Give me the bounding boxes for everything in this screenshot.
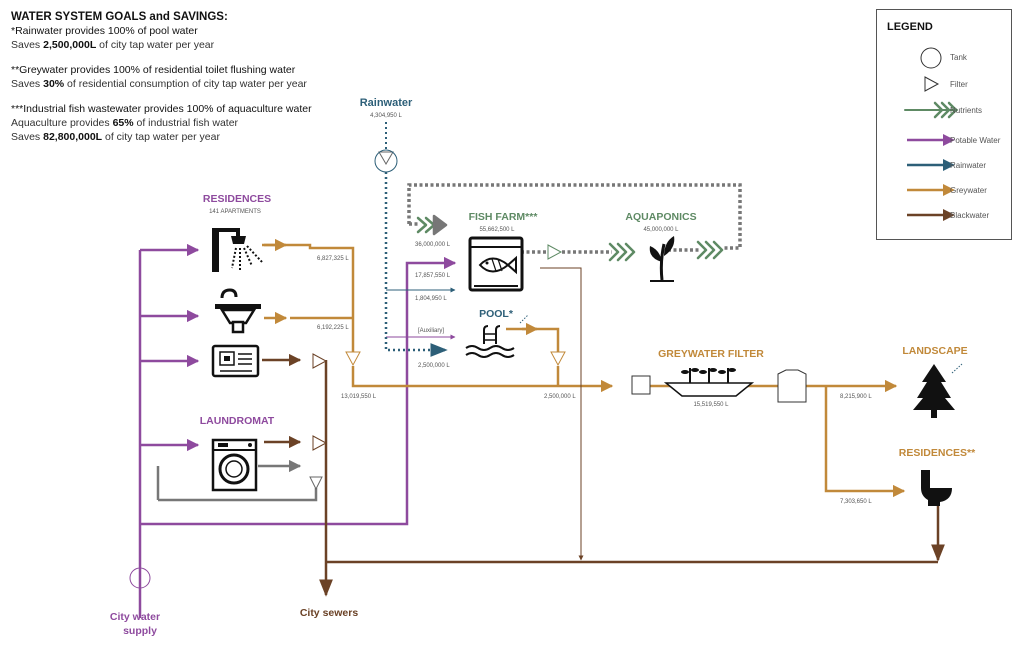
city-tank-icon (129, 567, 151, 589)
storage-tank-icon (777, 369, 807, 403)
goal-2-detail: Saves 30% of residential consumption of … (11, 78, 307, 90)
goal-3-detail-b: Saves 82,800,000L of city tap water per … (11, 131, 220, 143)
goal-3-heading: ***Industrial fish wastewater provides 1… (11, 103, 312, 115)
blackwater-pipes (262, 267, 945, 597)
filter-icon (312, 435, 328, 451)
shower-icon (212, 228, 263, 272)
residences-subtitle: 141 APARTMENTS (209, 209, 261, 215)
goal-2-heading: **Greywater provides 100% of residential… (11, 64, 296, 76)
tank-icon (920, 47, 942, 69)
filter-icon (309, 476, 323, 491)
greywater-filter-volume: 15,519,550 L (693, 402, 729, 408)
flow-pool-grey: 2,500,000 L (544, 394, 576, 400)
aquaponics-volume: 45,000,000 L (643, 227, 679, 233)
filter-icon (345, 351, 361, 367)
greywater-pipes (262, 238, 906, 498)
greywater-swatch (907, 184, 955, 196)
flow-sink: 6,192,225 L (317, 325, 349, 331)
legend-title: LEGEND (887, 21, 933, 33)
goals-title: WATER SYSTEM GOALS and SAVINGS: (11, 11, 228, 23)
residences2-label: RESIDENCES** (899, 447, 976, 459)
filter-icon (550, 351, 566, 367)
fish-farm-label: FISH FARM*** (469, 211, 539, 223)
legend-rainwater: Rainwater (950, 161, 987, 170)
legend-filter: Filter (950, 80, 968, 89)
landscape-label: LANDSCAPE (902, 345, 967, 357)
flow-res-grey: 13,019,550 L (341, 394, 377, 400)
blackwater-swatch (907, 209, 955, 221)
city-sewers-label: City sewers (300, 607, 359, 619)
legend-swatches (904, 47, 958, 221)
aquaponics-label: AQUAPONICS (625, 211, 696, 223)
legend: LEGEND Tank Filter Nutrients Potable Wat… (876, 9, 1012, 240)
rainwater-pipes (384, 122, 963, 374)
flow-toilet: 7,303,650 L (840, 499, 872, 505)
pool-label: POOL* (479, 308, 514, 320)
flow-shower: 6,827,325 L (317, 256, 349, 262)
washing-machine-icon (211, 438, 258, 492)
flow-rain-pool: 2,500,000 L (418, 363, 450, 369)
sink-icon (215, 288, 261, 334)
filters (309, 151, 566, 491)
filter-icon (924, 76, 940, 92)
greywater-planter-icon (663, 368, 755, 397)
fish-farm-volume: 55,662,500 L (479, 227, 515, 233)
plant-icon (649, 236, 675, 282)
dishwasher-icon (211, 344, 260, 378)
tank-icon (631, 375, 651, 395)
flow-landscape: 8,215,900 L (840, 394, 872, 400)
goal-1-detail: Saves 2,500,000L of city tap water per y… (11, 39, 215, 51)
greywater-filter-label: GREYWATER FILTER (658, 348, 764, 360)
goals-panel: WATER SYSTEM GOALS and SAVINGS: *Rainwat… (11, 10, 371, 144)
filter-icon (547, 244, 563, 260)
potable-swatch (907, 134, 955, 146)
nutrient-loop (156, 183, 742, 502)
potable-pipes (138, 243, 457, 618)
toilet-icon (921, 470, 952, 506)
pool-icon (465, 325, 515, 358)
flow-fish-city: 17,857,550 L (415, 273, 451, 279)
legend-nutrients: Nutrients (950, 106, 983, 115)
laundromat-label: LAUNDROMAT (200, 415, 275, 427)
flow-labels: 6,827,325 L 6,192,225 L 36,000,000 L 17,… (317, 242, 872, 505)
nutrient-chevrons (416, 214, 724, 262)
tree-icon (913, 364, 955, 418)
goal-3-detail-a: Aquaculture provides 65% of industrial f… (11, 117, 239, 129)
residences-label: RESIDENCES (203, 193, 271, 205)
legend-blackwater: Blackwater (950, 211, 990, 220)
nutrients-swatch (904, 101, 958, 119)
rainwater-swatch (907, 159, 955, 171)
filter-icon (312, 353, 328, 369)
flow-to-fish: 36,000,000 L (415, 242, 451, 248)
legend-tank: Tank (950, 53, 967, 62)
rain-tank-icon (374, 149, 398, 173)
city-water-label-1: City water (110, 611, 160, 623)
flow-auxiliary: [Auxiliary] (418, 328, 444, 334)
filter-icon (378, 151, 394, 165)
legend-potable: Potable Water (950, 136, 1001, 145)
rainwater-volume: 4,304,950 L (370, 113, 402, 119)
city-water-label-2: supply (123, 625, 157, 637)
node-labels: Rainwater 4,304,950 L RESIDENCES 141 APA… (110, 97, 976, 637)
aquarium-icon (468, 236, 524, 292)
rainwater-label: Rainwater (360, 97, 413, 109)
flow-rain-aux: 1,804,950 L (415, 296, 447, 302)
legend-greywater: Greywater (950, 186, 987, 195)
goal-1-heading: *Rainwater provides 100% of pool water (11, 25, 198, 37)
